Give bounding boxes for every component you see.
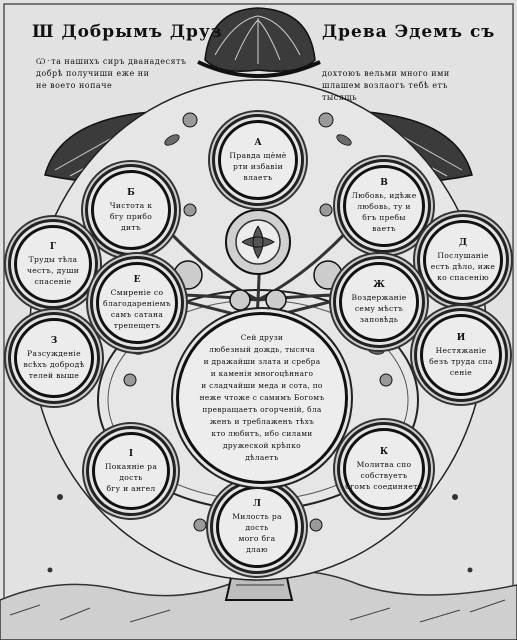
medallion-5: Д Послушаніе естъ дѣло, иже ко спасенію xyxy=(423,220,503,300)
medallion-number: Е xyxy=(133,275,141,285)
medallion-text: Молитва спо собствуетъ бгомъ соединяетъ xyxy=(345,459,423,491)
medallion-text: Любовь, идѣже любовь, ту и бгъ пребы вае… xyxy=(351,191,417,233)
ground-hatch xyxy=(9,599,506,623)
medallion-text: Покаяніе ра дость бгу и ангел xyxy=(104,461,158,493)
medallion-1: А Правда щѐмѐ рти избавіи влаетъ xyxy=(218,120,298,200)
medallion-text: Послушаніе естъ дѣло, иже ко спасенію xyxy=(430,250,496,282)
medallion-text: Труды тѣла честъ, души спасеніе xyxy=(26,254,80,286)
header-text-left: Ѡ᛫та нашихъ сиръ дванадесятъ добрѣ получ… xyxy=(36,57,187,90)
medallion-number: Ж xyxy=(373,279,385,290)
crown-band xyxy=(197,60,321,78)
medallion-number: К xyxy=(379,446,389,457)
medallion-9: И Нестяжаніе безъ труда спа сеніе xyxy=(420,314,502,396)
central-inscription-text: Сей друзи любезный дождь, тысяча и дража… xyxy=(199,333,325,462)
medallion-12: Л Милость ра дость мого бга длаю xyxy=(216,486,298,568)
medallion-4: Г Труды тѣла честъ, души спасеніе xyxy=(14,225,92,303)
medallion-number: Л xyxy=(253,499,261,509)
fruit xyxy=(229,289,251,311)
central-inscription-disk: Сей друзи любезный дождь, тысяча и дража… xyxy=(176,312,348,484)
fruit xyxy=(173,260,203,290)
header-title-right: Древа Эдемъ съ xyxy=(322,22,496,42)
medallion-number: І xyxy=(128,448,134,459)
medallion-text: Чистота к бгу прибо дитъ xyxy=(109,200,153,232)
fruit xyxy=(313,260,343,290)
medallion-number: И xyxy=(456,332,466,343)
top-crown-lines xyxy=(214,15,301,64)
medallion-8: З Разсужденіе всѣхъ добродѣ телей выше xyxy=(14,318,94,398)
medallion-text: Правда щѐмѐ рти избавіи влаетъ xyxy=(229,150,287,182)
header-title-left: Ш Добрымъ Друз xyxy=(32,22,223,42)
medallion-2: Б Чистота к бгу прибо дитъ xyxy=(91,170,171,250)
medallion-number: Д xyxy=(458,237,467,248)
medallion-number: В xyxy=(380,178,388,188)
medallion-text: Милость ра дость мого бга длаю xyxy=(232,512,282,554)
medallion-7: Ж Воздержаніе сему мѣстъ заповѣдь xyxy=(339,262,419,342)
medallion-11: К Молитва спо собствуетъ бгомъ соединяет… xyxy=(343,428,425,510)
medallion-text: Нестяжаніе безъ труда спа сеніе xyxy=(429,345,493,377)
medallion-number: З xyxy=(50,335,58,346)
medallion-text: Смиреніе со благодареніемъ самъ сатана т… xyxy=(103,288,171,330)
medallion-text: Разсужденіе всѣхъ добродѣ телей выше xyxy=(23,348,85,380)
medallion-10: І Покаяніе ра дость бгу и ангел xyxy=(92,432,170,510)
top-crown xyxy=(204,7,316,72)
medallion-number: Б xyxy=(127,187,135,198)
medallion-text: Воздержаніе сему мѣстъ заповѣдь xyxy=(351,292,407,324)
medallion-number: Г xyxy=(49,241,57,252)
medallion-number: А xyxy=(254,137,262,148)
medallion-3: В Любовь, идѣже любовь, ту и бгъ пребы в… xyxy=(343,165,425,247)
medallion-6: Е Смиреніе со благодареніемъ самъ сатана… xyxy=(96,262,178,344)
header-text-right: дохтоюъ вельми много ими шлашем возлаогъ… xyxy=(322,69,450,102)
fruit xyxy=(265,289,287,311)
upper-roundel-flower xyxy=(241,225,275,259)
